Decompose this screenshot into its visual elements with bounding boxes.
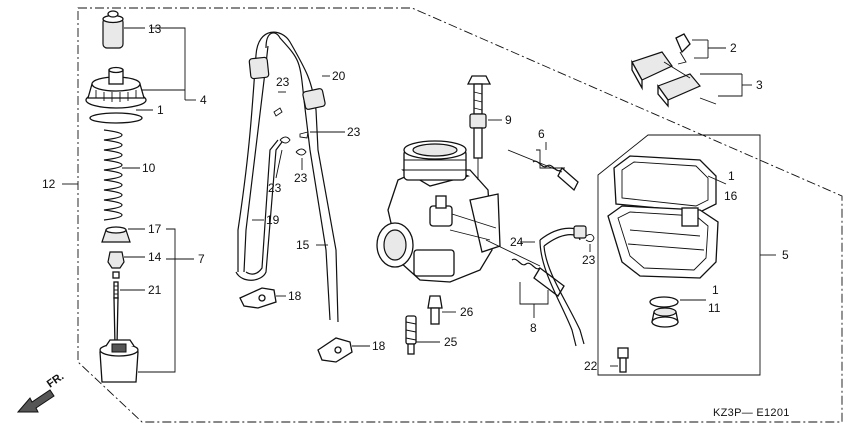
front-label: FR. xyxy=(45,370,66,390)
callout-5: 5 xyxy=(782,248,789,262)
air-screw xyxy=(507,149,579,192)
vent-hoses xyxy=(235,31,339,323)
callout-20: 20 xyxy=(332,69,346,83)
callout-23: 23 xyxy=(276,75,290,89)
throttle-spring xyxy=(103,129,123,221)
leader-lines-hoses xyxy=(252,75,370,347)
pilot-screw xyxy=(485,239,565,297)
leader-lines-right xyxy=(610,175,776,367)
leader-lines-center xyxy=(416,119,591,343)
top-cap-part xyxy=(85,66,147,109)
hose-clip-right xyxy=(585,233,595,243)
callout-11: 11 xyxy=(708,301,721,315)
callout-26: 26 xyxy=(460,305,474,319)
hose-bracket-upper xyxy=(239,287,277,309)
front-direction-arrow xyxy=(16,389,55,413)
callout-1: 1 xyxy=(712,283,719,297)
callout-18: 18 xyxy=(372,339,386,353)
callout-7: 7 xyxy=(198,252,205,266)
main-jet xyxy=(427,295,443,325)
drain-plug xyxy=(649,296,679,328)
callout-10: 10 xyxy=(142,161,156,175)
callout-25: 25 xyxy=(444,335,458,349)
callout-6: 6 xyxy=(538,127,545,141)
callout-1: 1 xyxy=(728,169,735,183)
hose-clips xyxy=(273,107,309,156)
callout-16: 16 xyxy=(724,189,738,203)
callout-12: 12 xyxy=(42,177,56,191)
callout-23: 23 xyxy=(582,253,596,267)
hose-bracket-lower xyxy=(317,337,353,363)
float-chamber xyxy=(607,205,719,279)
chamber-screw xyxy=(617,347,629,373)
leader-lines-left xyxy=(62,27,196,373)
float xyxy=(631,51,752,108)
diagram-code: KZ3P— E1201 xyxy=(713,407,790,419)
needle-holder xyxy=(107,251,125,269)
callout-23: 23 xyxy=(268,181,282,195)
callout-23: 23 xyxy=(347,125,361,139)
o-ring-top xyxy=(89,112,143,124)
callout-24: 24 xyxy=(510,235,524,249)
callout-13: 13 xyxy=(148,22,162,36)
callout-22: 22 xyxy=(584,359,598,373)
callout-8: 8 xyxy=(530,321,537,335)
jet-needle xyxy=(112,271,120,346)
callout-1: 1 xyxy=(157,103,164,117)
callout-17: 17 xyxy=(148,222,162,236)
cable-cap-part xyxy=(102,10,124,49)
throttle-valve xyxy=(99,339,139,383)
needle-jet xyxy=(405,315,417,355)
callout-14: 14 xyxy=(148,250,162,264)
callout-9: 9 xyxy=(505,113,512,127)
callout-23: 23 xyxy=(294,171,308,185)
float-chamber-gasket xyxy=(613,155,717,213)
callout-3: 3 xyxy=(756,78,763,92)
callout-18: 18 xyxy=(288,289,302,303)
callout-2: 2 xyxy=(730,41,737,55)
callout-15: 15 xyxy=(296,238,310,252)
carburetor-body xyxy=(376,140,501,283)
overflow-hose xyxy=(539,225,587,347)
callout-19: 19 xyxy=(266,213,280,227)
callout-4: 4 xyxy=(200,93,207,107)
callout-21: 21 xyxy=(148,283,162,297)
throttle-stop-screw xyxy=(466,75,492,180)
float-arm-pin xyxy=(675,33,726,65)
